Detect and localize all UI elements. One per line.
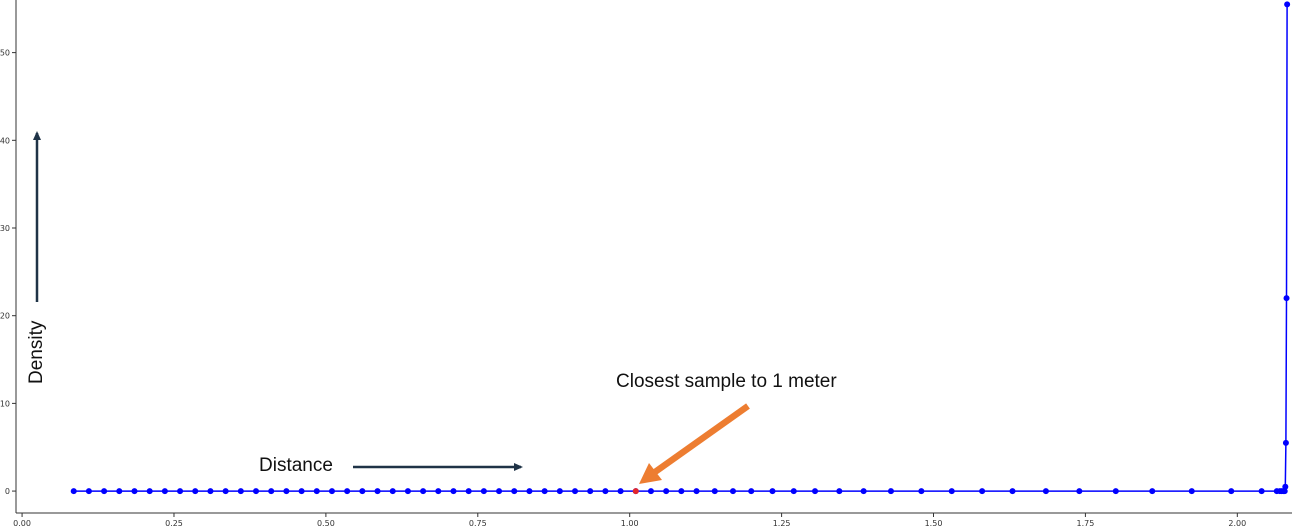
x-ticks: 0.00 0.25 0.50 0.75 1.00 1.25 1.50 1.75 2.00 — [13, 513, 1246, 528]
data-point — [1112, 488, 1119, 495]
density-label: Density — [26, 320, 47, 384]
data-point — [283, 488, 290, 495]
data-point — [693, 488, 700, 495]
data-point — [496, 488, 503, 495]
data-point — [237, 488, 244, 495]
data-point — [161, 488, 168, 495]
data-point — [663, 488, 670, 495]
data-point — [729, 488, 736, 495]
data-point — [1284, 1, 1291, 8]
data-point — [711, 488, 718, 495]
data-point — [389, 488, 396, 495]
data-point — [298, 488, 305, 495]
data-point — [979, 488, 986, 495]
data-point — [359, 488, 366, 495]
x-tick-label: 0.25 — [165, 519, 183, 528]
series-points — [70, 1, 1291, 495]
data-point — [1281, 488, 1288, 495]
data-point — [1009, 488, 1016, 495]
data-point — [450, 488, 457, 495]
data-point — [602, 488, 609, 495]
data-point — [1282, 483, 1289, 490]
data-point — [572, 488, 579, 495]
data-point — [344, 488, 351, 495]
callout-arrow-shaft — [653, 403, 750, 475]
data-point — [1042, 488, 1049, 495]
callout-arrow-head — [639, 463, 662, 484]
x-tick-label: 1.75 — [1077, 519, 1095, 528]
data-point — [587, 488, 594, 495]
data-point — [836, 488, 843, 495]
x-tick-label: 0.75 — [469, 519, 487, 528]
y-ticks: 0 10 20 30 40 50 — [0, 49, 16, 496]
data-point — [146, 488, 153, 495]
data-point — [647, 488, 654, 495]
data-point — [556, 488, 563, 495]
data-point — [1283, 295, 1290, 302]
data-point — [511, 488, 518, 495]
data-point — [207, 488, 214, 495]
distance-label: Distance — [259, 455, 333, 476]
data-point — [860, 488, 867, 495]
data-point — [617, 488, 624, 495]
data-point — [1149, 488, 1156, 495]
y-tick-label: 40 — [0, 136, 10, 145]
data-point — [1258, 488, 1265, 495]
data-point — [678, 488, 685, 495]
data-point — [222, 488, 229, 495]
data-point — [748, 488, 755, 495]
highlight-point — [632, 488, 639, 495]
data-point — [526, 488, 533, 495]
data-point — [435, 488, 442, 495]
x-tick-label: 1.25 — [773, 519, 791, 528]
data-point — [101, 488, 108, 495]
y-tick-label: 0 — [5, 487, 10, 496]
data-point — [420, 488, 427, 495]
x-tick-label: 1.50 — [925, 519, 943, 528]
data-point — [1076, 488, 1083, 495]
data-point — [313, 488, 320, 495]
data-point — [480, 488, 487, 495]
data-point — [1228, 488, 1235, 495]
data-point — [812, 488, 819, 495]
data-point — [1282, 439, 1289, 446]
callout-label: Closest sample to 1 meter — [616, 371, 837, 392]
data-point — [918, 488, 925, 495]
data-point — [253, 488, 260, 495]
data-point — [116, 488, 123, 495]
data-point — [948, 488, 955, 495]
data-point — [70, 488, 77, 495]
data-point — [887, 488, 894, 495]
data-point — [328, 488, 335, 495]
x-tick-label: 2.00 — [1228, 519, 1246, 528]
data-point — [1188, 488, 1195, 495]
data-point — [268, 488, 275, 495]
data-point — [177, 488, 184, 495]
data-point — [192, 488, 199, 495]
data-point — [465, 488, 472, 495]
x-tick-label: 1.00 — [621, 519, 639, 528]
x-tick-label: 0.00 — [13, 519, 31, 528]
y-tick-label: 30 — [0, 224, 10, 233]
data-point — [374, 488, 381, 495]
y-tick-label: 50 — [0, 49, 10, 58]
y-tick-label: 20 — [0, 312, 10, 321]
data-point — [131, 488, 138, 495]
data-point — [404, 488, 411, 495]
data-point — [769, 488, 776, 495]
data-point — [85, 488, 92, 495]
data-point — [790, 488, 797, 495]
x-tick-label: 0.50 — [317, 519, 335, 528]
y-tick-label: 10 — [0, 399, 10, 408]
data-point — [541, 488, 548, 495]
series-line — [73, 4, 1288, 492]
